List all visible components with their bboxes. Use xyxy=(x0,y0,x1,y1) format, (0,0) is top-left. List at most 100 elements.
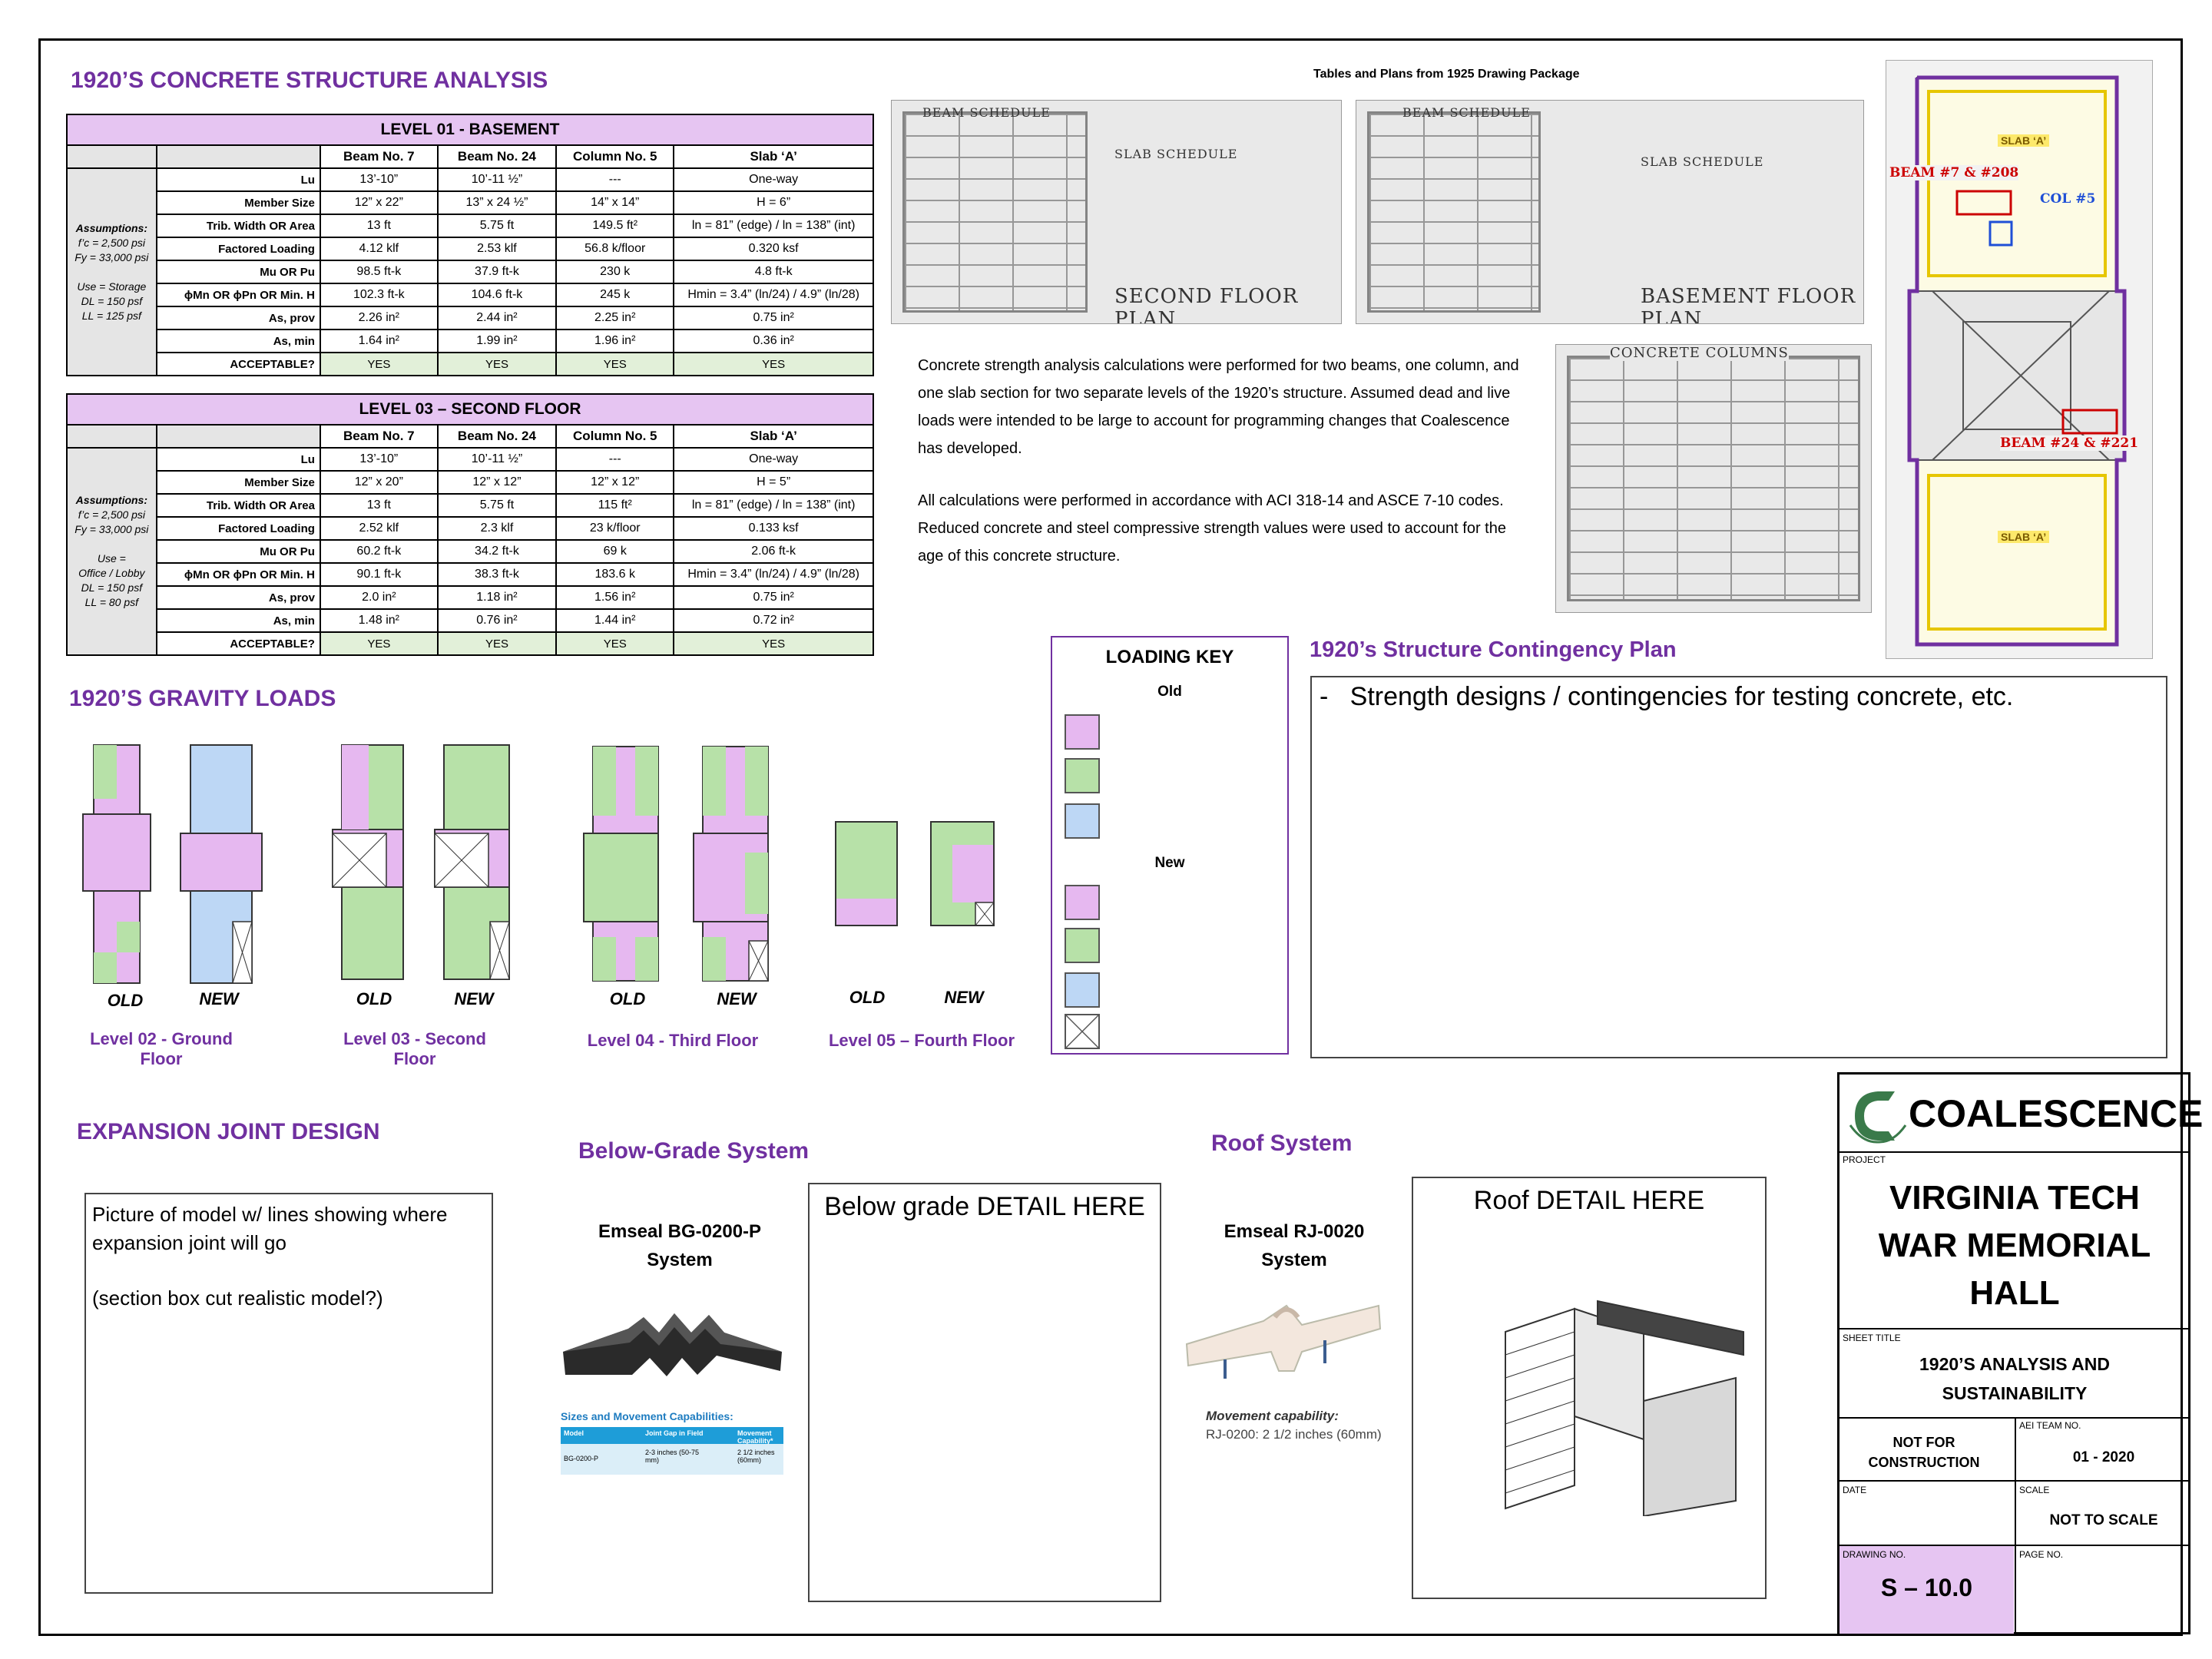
loading-key-old: Old xyxy=(1157,684,1182,700)
column-header: Beam No. 7 xyxy=(319,144,439,169)
table-cell: YES xyxy=(555,631,675,656)
table-cell: 0.72 in² xyxy=(673,608,874,633)
column-header: Column No. 5 xyxy=(555,424,675,449)
level-04-caption: Level 04 - Third Floor xyxy=(587,1031,759,1050)
new-label-l02: NEW xyxy=(199,989,239,1008)
drawing-label: DRAWING NO. xyxy=(1843,1549,1906,1560)
assumption-line: LL = 125 psf xyxy=(81,309,141,322)
spec-col-movement: Movement Capability* xyxy=(737,1429,773,1445)
table-cell: 2.26 in² xyxy=(319,306,439,330)
table-cell: YES xyxy=(319,631,439,656)
new-label-l05: NEW xyxy=(944,988,984,1007)
table-title: LEVEL 01 - BASEMENT xyxy=(66,114,874,146)
table-cell: YES xyxy=(673,352,874,376)
below-grade-spec-table: Model Joint Gap in Field Movement Capabi… xyxy=(561,1427,783,1475)
key-old-blue-swatch xyxy=(1065,803,1100,839)
table-cell: 1.56 in² xyxy=(555,585,675,610)
table-cell: 4.12 klf xyxy=(319,237,439,261)
assumption-line: LL = 80 psf xyxy=(84,596,139,608)
roof-product-image xyxy=(1179,1298,1386,1382)
table-cell: Hmin = 3.4” (ln/24) / 4.9” (ln/28) xyxy=(673,562,874,587)
table-cell: One-way xyxy=(673,167,874,192)
contingency-box: - Strength designs / contingencies for t… xyxy=(1310,676,2167,1058)
expansion-note-1: Picture of model w/ lines showing where … xyxy=(92,1203,448,1254)
table-cell: 2.44 in² xyxy=(436,306,558,330)
expansion-model-placeholder: Picture of model w/ lines showing where … xyxy=(84,1193,493,1594)
table-cell: 2.3 klf xyxy=(436,516,558,541)
table-cell: 0.75 in² xyxy=(673,306,874,330)
table-cell: 1.44 in² xyxy=(555,608,675,633)
column-header: Beam No. 24 xyxy=(436,424,558,449)
level-02-old-plan xyxy=(82,744,151,984)
table-cell: 13” x 24 ½” xyxy=(436,190,558,215)
assumption-line: f’c = 2,500 psi xyxy=(78,236,145,249)
table-cell: 183.6 k xyxy=(555,562,675,587)
table-cell: 13’-10” xyxy=(319,167,439,192)
spec-movement-value: 2 1/2 inches (60mm) xyxy=(737,1449,775,1464)
slab-schedule-caption-2: SLAB SCHEDULE xyxy=(1641,154,1764,169)
assumption-line: Use = xyxy=(97,552,126,565)
level-03-old-plan xyxy=(332,744,404,980)
table-cell: 56.8 k/floor xyxy=(555,237,675,261)
table-cell: 5.75 ft xyxy=(436,214,558,238)
assumption-line: Office / Lobby xyxy=(78,567,145,579)
table-cell: 2.53 klf xyxy=(436,237,558,261)
table-cell: 0.75 in² xyxy=(673,585,874,610)
row-label: Mu OR Pu xyxy=(155,260,321,284)
assumption-line: f’c = 2,500 psi xyxy=(78,508,145,521)
row-label: Mu OR Pu xyxy=(155,539,321,564)
date-label: DATE xyxy=(1843,1485,1867,1495)
row-label: Factored Loading xyxy=(155,516,321,541)
team-label: AEI TEAM NO. xyxy=(2019,1420,2081,1431)
row-label: Trib. Width OR Area xyxy=(155,493,321,518)
column-header: Beam No. 24 xyxy=(436,144,558,169)
sheet-title-label: SHEET TITLE xyxy=(1843,1333,1901,1343)
table-cell: 34.2 ft-k xyxy=(436,539,558,564)
roof-movement-label: Movement capability: xyxy=(1206,1409,1339,1423)
key-new-blue-swatch xyxy=(1065,972,1100,1008)
table-cell: 98.5 ft-k xyxy=(319,260,439,284)
col-5-label: COL #5 xyxy=(2040,191,2096,207)
level-02-new-plan xyxy=(180,744,263,984)
concrete-columns-scan: CONCRETE COLUMNS xyxy=(1555,344,1872,613)
roof-movement-value: RJ-0200: 2 1/2 inches (60mm) xyxy=(1206,1427,1382,1442)
loading-key: LOADING KEY Old New xyxy=(1051,636,1289,1055)
table-cell: 1.64 in² xyxy=(319,329,439,353)
below-grade-table-title: Sizes and Movement Capabilities: xyxy=(561,1410,733,1422)
loading-key-new: New xyxy=(1154,855,1185,871)
key-void-swatch xyxy=(1065,1014,1100,1049)
row-label: Trib. Width OR Area xyxy=(155,214,321,238)
column-header: Column No. 5 xyxy=(555,144,675,169)
roof-detail-text: Roof DETAIL HERE xyxy=(1473,1186,1705,1215)
row-label: ACCEPTABLE? xyxy=(155,352,321,376)
scale-label: SCALE xyxy=(2019,1485,2050,1495)
basement-floor-scan: BEAM SCHEDULE SLAB SCHEDULE BASEMENT FLO… xyxy=(1356,100,1864,324)
table-cell: 1.96 in² xyxy=(555,329,675,353)
project-name: VIRGINIA TECH WAR MEMORIAL HALL xyxy=(1878,1179,2151,1312)
drawing-number: S – 10.0 xyxy=(1880,1574,1973,1601)
column-header: Slab ‘A’ xyxy=(673,144,874,169)
expansion-title: EXPANSION JOINT DESIGN xyxy=(77,1119,380,1144)
assumption-line: Assumptions: xyxy=(75,494,148,506)
table-cell: 12” x 22” xyxy=(319,190,439,215)
below-grade-title: Below-Grade System xyxy=(578,1138,810,1164)
row-label: As, min xyxy=(155,608,321,633)
table-cell: 245 k xyxy=(555,283,675,307)
beam-schedule-caption-2: BEAM SCHEDULE xyxy=(1402,105,1531,120)
assumption-line: Fy = 33,000 psi xyxy=(75,250,149,263)
assumption-line: Use = Storage xyxy=(77,280,147,293)
table-cell: 13 ft xyxy=(319,493,439,518)
table-cell: 0.320 ksf xyxy=(673,237,874,261)
table-cell: 2.52 klf xyxy=(319,516,439,541)
brand-name: COALESCENCE xyxy=(1909,1092,2204,1135)
contingency-title: 1920’s Structure Contingency Plan xyxy=(1310,637,1677,662)
key-old-green-swatch xyxy=(1065,758,1100,793)
concrete-columns-caption: CONCRETE COLUMNS xyxy=(1610,345,1789,361)
roof-detail-placeholder: Roof DETAIL HERE xyxy=(1412,1177,1767,1599)
sheet-title: 1920’S ANALYSIS AND SUSTAINABILITY xyxy=(1919,1354,2110,1403)
table-cell: 60.2 ft-k xyxy=(319,539,439,564)
beam-7-label: BEAM #7 & #208 xyxy=(1889,165,2019,180)
coalescence-logo-icon xyxy=(1849,1091,1907,1144)
beam-schedule-caption: BEAM SCHEDULE xyxy=(922,105,1051,120)
table-cell: 13’-10” xyxy=(319,447,439,472)
